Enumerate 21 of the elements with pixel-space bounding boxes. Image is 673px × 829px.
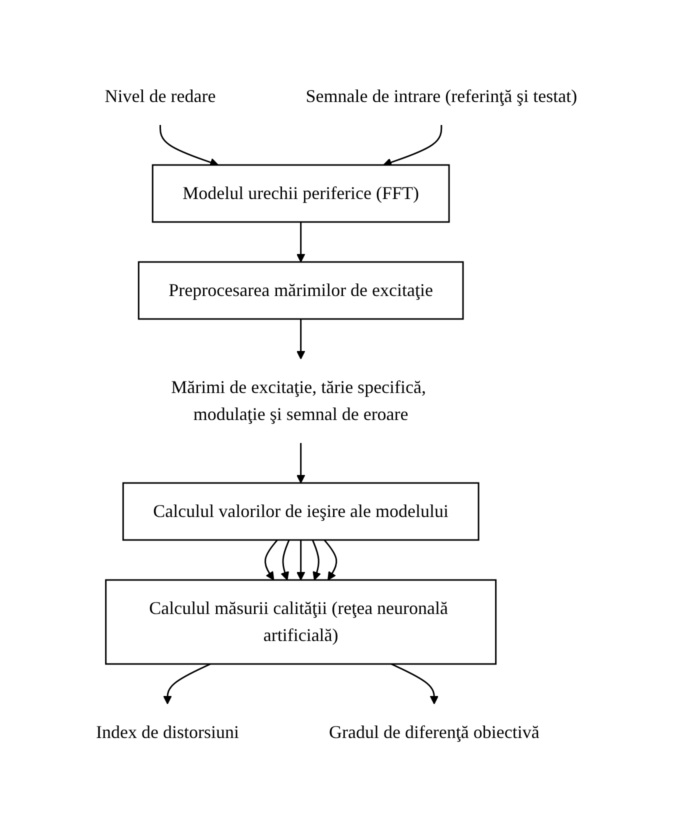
arrow bbox=[296, 540, 306, 580]
arrow bbox=[312, 540, 321, 580]
node-box: Modelul urechii periferice (FFT) bbox=[152, 164, 450, 223]
node-text: Mărimi de excitaţie, tărie specifică, modulaţie şi semnal de eroare bbox=[171, 376, 426, 424]
arrow bbox=[264, 540, 278, 580]
arrow bbox=[324, 540, 338, 580]
arrow bbox=[280, 540, 290, 580]
node-text: Nivel de redare bbox=[104, 86, 216, 106]
node-box: Calculul măsurii calităţii (reţea neuronală artificială) bbox=[105, 579, 497, 665]
node-box: Calculul valorilor de ieşire ale modelului bbox=[122, 482, 480, 541]
node-text: Semnale de intrare (referinţă şi testat) bbox=[306, 86, 578, 106]
node-text: Gradul de diferenţă obiectivă bbox=[328, 722, 540, 742]
node-text: Index de distorsiuni bbox=[96, 722, 239, 742]
arrow bbox=[163, 663, 211, 704]
arrow bbox=[296, 319, 306, 360]
arrow bbox=[383, 125, 442, 167]
arrow bbox=[159, 125, 219, 167]
node-box: Preprocesarea mărimilor de excitaţie bbox=[138, 261, 464, 320]
arrow bbox=[296, 443, 306, 484]
arrow bbox=[390, 663, 439, 704]
arrow bbox=[296, 222, 306, 262]
